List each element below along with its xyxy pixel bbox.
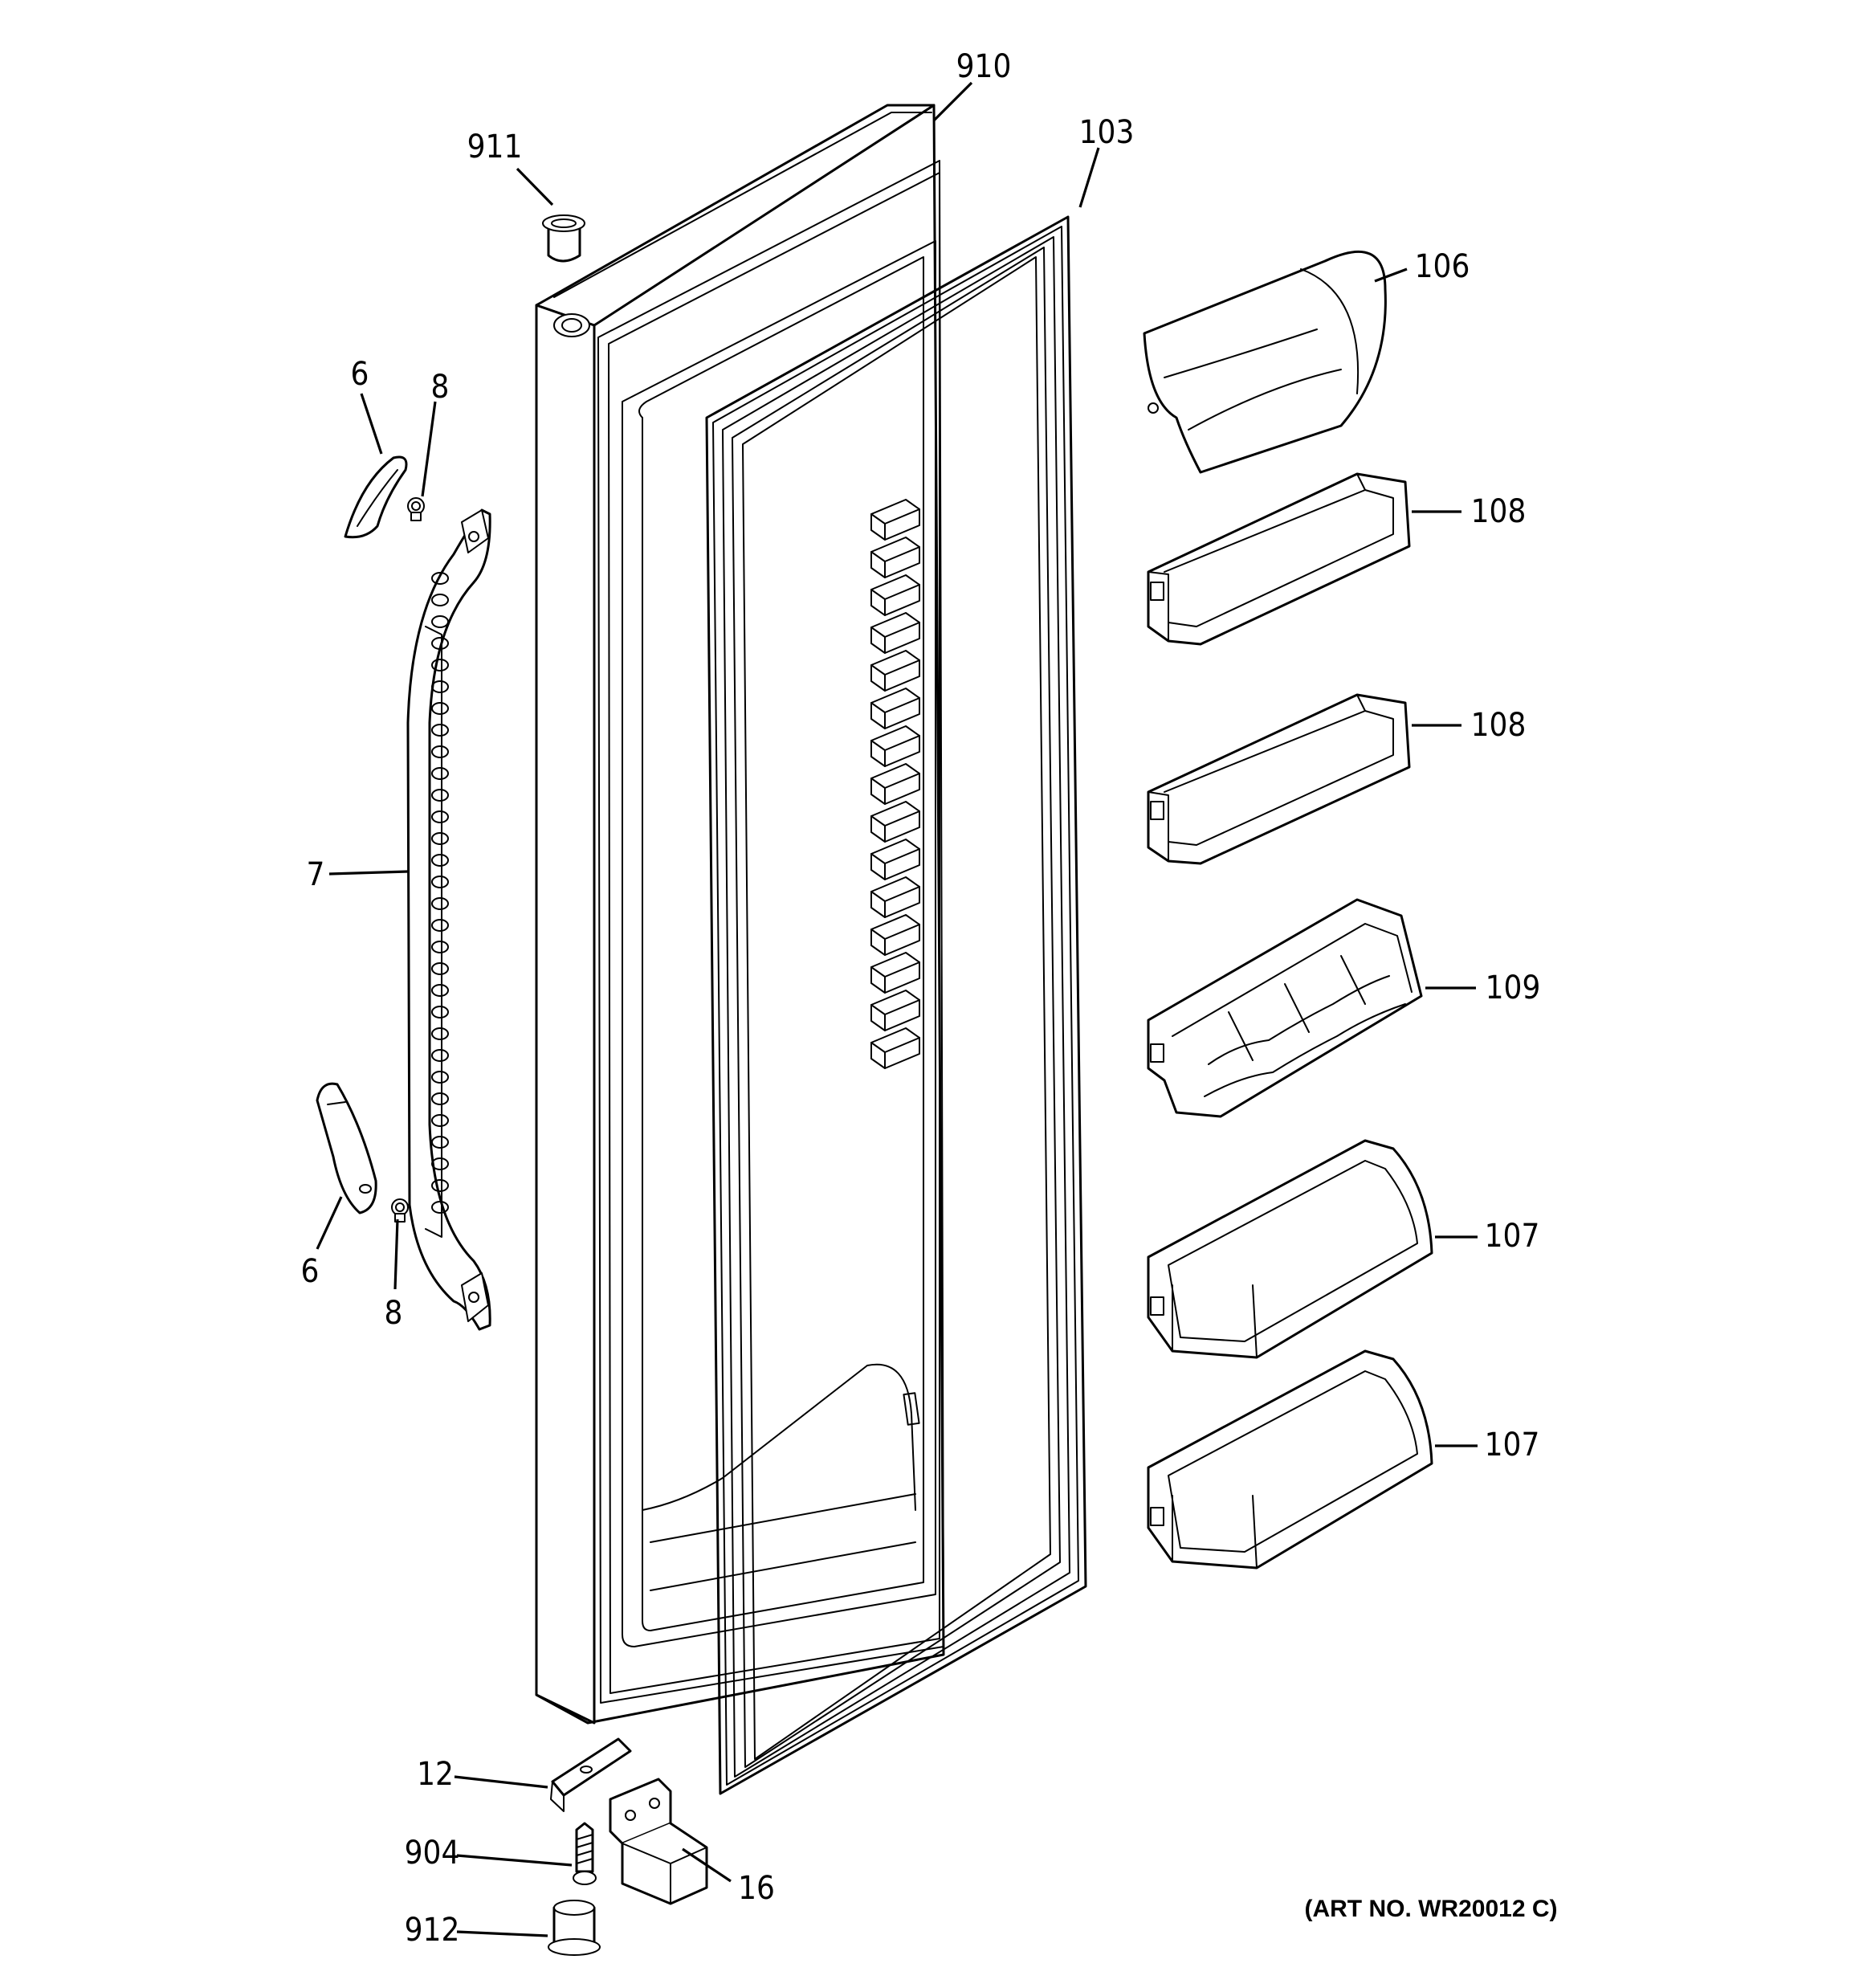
callout-107-upper: 107 [1485,1218,1540,1255]
callout-16: 16 [738,1870,775,1907]
hinge-screw [573,1822,597,1885]
shelf-support-rib-edge [870,697,920,729]
callout-6-top: 6 [351,356,369,393]
handle-end-cap-bottom [316,1082,377,1214]
shelf-support-rib-edge [870,659,920,692]
callout-107-lower: 107 [1485,1427,1540,1463]
callout-109: 109 [1486,970,1541,1006]
callout-labels: 910 911 103 106 6 8 108 108 7 109 107 6 … [301,48,1541,1949]
handle-grip-ridge [431,572,449,585]
shelf-support-rib-edge [870,848,920,880]
callout-12: 12 [417,1756,454,1793]
shelf-support-rib-edge [870,810,920,843]
door-gasket [705,215,1087,1795]
door-handle [406,508,491,1331]
handle-screw-bottom [391,1198,409,1223]
handle-grip-ridge [431,941,449,953]
door-bin-shallow-lower [1147,693,1411,865]
leader-lines [316,81,1478,1937]
callout-108-upper: 108 [1471,493,1527,530]
callout-7: 7 [307,856,325,893]
handle-grip-ridge [431,594,449,606]
callout-103: 103 [1079,114,1135,151]
handle-grip-ridges [431,572,449,1214]
handle-grip-ridge [431,1114,449,1127]
handle-grip-ridge [431,745,449,758]
handle-grip-ridge [431,767,449,780]
handle-grip-ridge [431,724,449,737]
art-number: (ART NO. WR20012 C) [1304,1896,1557,1922]
callout-6-bottom: 6 [301,1253,320,1290]
door-bin-deep-upper [1147,1139,1433,1359]
handle-grip-ridge [431,962,449,975]
handle-grip-ridge [431,1201,449,1214]
shelf-support-rib-edge [870,999,920,1031]
handle-grip-ridge [431,1179,449,1192]
shelf-support-rib-edge [870,886,920,918]
handle-grip-ridge [431,680,449,693]
handle-grip-ridge [431,1157,449,1170]
shelf-support-ribs [870,499,920,1069]
shelf-support-rib-edge [870,961,920,994]
callout-911: 911 [467,129,523,165]
handle-grip-ridge [431,919,449,932]
shelf-support-rib-edge [870,735,920,767]
handle-grip-ridge [431,1071,449,1084]
shelf-support-rib-edge [870,584,920,616]
handle-grip-ridge [431,832,449,845]
callout-108-lower: 108 [1471,707,1527,744]
shelf-support-rib-edge [870,622,920,654]
door-rack [1147,898,1423,1118]
callout-8-bottom: 8 [385,1295,403,1332]
callout-8-top: 8 [431,369,450,406]
door-bin-deep-lower [1147,1349,1433,1570]
shelf-support-rib-edge [870,546,920,578]
shelf-support-rib-edge [870,773,920,805]
handle-grip-ridge [431,1049,449,1062]
handle-grip-ridge [431,637,449,650]
handle-grip-ridge [431,854,449,867]
bottom-hinge-bracket [609,1778,708,1905]
callout-912: 912 [405,1912,460,1949]
bottom-hinge-bushing [548,1900,601,1956]
handle-grip-ridge [431,1092,449,1105]
hinge-shim-plate [550,1737,632,1812]
dairy-compartment-cover [1143,250,1387,474]
handle-end-cap-top [344,455,408,539]
shelf-support-rib-edge [870,508,920,541]
handle-grip-ridge [431,1136,449,1149]
callout-904: 904 [405,1835,460,1872]
callout-910: 910 [956,48,1012,85]
callout-106: 106 [1415,248,1470,285]
door-outer-panel [535,104,945,1725]
handle-grip-ridge [431,1006,449,1018]
handle-grip-ridge [431,1027,449,1040]
door-bin-shallow-upper [1147,472,1411,646]
handle-grip-ridge [431,876,449,888]
handle-grip-ridge [431,810,449,823]
handle-grip-ridge [431,789,449,802]
handle-grip-ridge [431,615,449,628]
shelf-support-rib-edge [870,924,920,956]
top-hinge-bushing [542,214,585,263]
handle-screw-top [407,497,425,521]
shelf-support-rib-edge [870,1037,920,1069]
handle-grip-ridge [431,897,449,910]
handle-grip-ridge [431,702,449,715]
handle-grip-ridge [431,984,449,997]
handle-grip-ridge [431,659,449,672]
